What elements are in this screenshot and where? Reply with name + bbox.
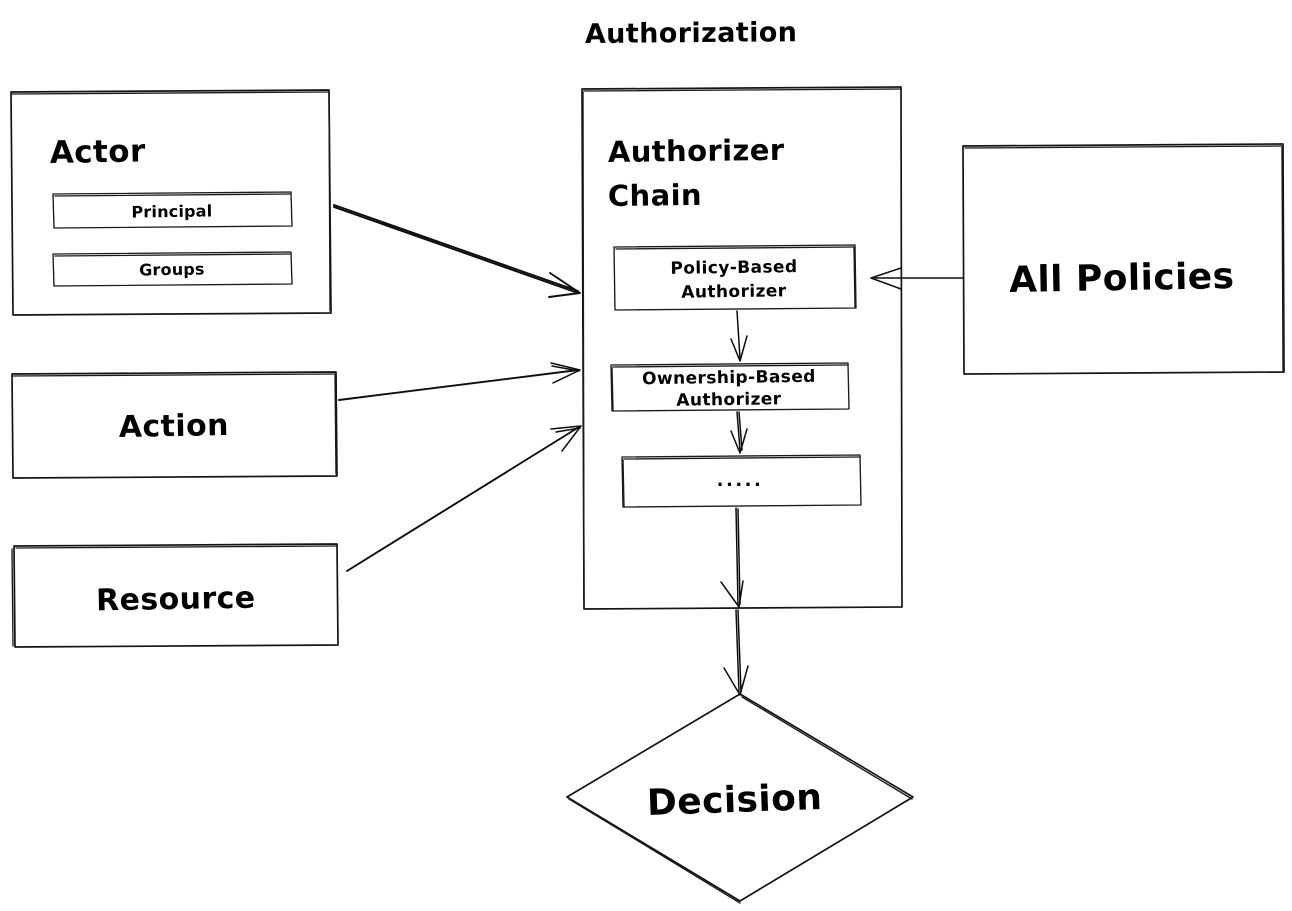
authorizer-chain-label-line1: Authorizer: [608, 133, 785, 169]
more-authorizers-box-outline: [621, 454, 862, 508]
more-authorizers-label: .....: [717, 470, 764, 491]
groups-box-outline: [52, 251, 293, 287]
node-action[interactable]: Action: [11, 371, 338, 479]
principal-box-outline: [52, 191, 293, 229]
edge-actor-to-chain: [333, 204, 581, 298]
node-resource[interactable]: Resource: [11, 543, 339, 648]
ownership-based-authorizer-label-line1: Ownership-Based: [642, 367, 816, 389]
action-label: Action: [119, 408, 230, 445]
all-policies-box-outline: [962, 143, 1285, 375]
node-actor[interactable]: Actor Principal Groups: [10, 89, 332, 316]
edge-all-policies-to-policy-authorizer: [870, 267, 964, 290]
policy-based-authorizer-box-outline: [613, 244, 857, 311]
principal-box-sketch: [54, 193, 291, 197]
all-policies-label: All Policies: [1009, 256, 1235, 301]
decision-diamond-sketch-sw: [568, 798, 741, 904]
resource-box-sketch-left: [11, 548, 14, 647]
more-authorizers-sketch-left: [622, 459, 625, 507]
node-more-authorizers[interactable]: .....: [621, 454, 862, 508]
groups-box-sketch: [54, 253, 291, 257]
all-policies-sketch-top: [964, 145, 1283, 149]
groups-label: Groups: [139, 260, 205, 280]
policy-based-authorizer-label-line2: Authorizer: [681, 281, 787, 302]
node-groups[interactable]: Groups: [52, 251, 293, 287]
decision-diamond-outline: [566, 693, 914, 902]
diagram-title: Authorization: [585, 17, 798, 50]
ownership-based-authorizer-box-outline: [610, 362, 850, 412]
node-decision[interactable]: Decision: [566, 693, 914, 904]
ownership-based-authorizer-label-line2: Authorizer: [676, 389, 782, 410]
edge-more-to-chain-bottom: [720, 507, 744, 608]
node-ownership-based-authorizer[interactable]: Ownership-Based Authorizer: [610, 362, 850, 412]
policy-based-authorizer-label-line1: Policy-Based: [670, 257, 797, 279]
edge-resource-to-chain: [346, 425, 582, 572]
ownership-based-authorizer-sketch-top: [612, 364, 848, 368]
node-all-policies[interactable]: All Policies: [962, 143, 1285, 375]
authorizer-chain-label-line2: Chain: [608, 178, 703, 213]
edge-ownership-to-more: [730, 411, 748, 454]
authorizer-chain-sketch-left: [582, 91, 585, 607]
edge-chain-to-decision: [723, 609, 749, 696]
edge-policy-to-ownership: [730, 310, 748, 362]
action-box-outline: [11, 371, 338, 479]
resource-label: Resource: [96, 581, 256, 619]
decision-diamond-sketch-ne: [741, 696, 913, 800]
actor-label: Actor: [50, 133, 147, 171]
resource-box-outline: [13, 543, 339, 648]
all-policies-sketch-right: [1281, 146, 1284, 372]
action-box-sketch-top: [12, 373, 336, 377]
actor-box-sketch-right: [328, 92, 331, 312]
node-authorizer-chain[interactable]: Authorizer Chain Policy-Based Authorizer…: [581, 86, 903, 610]
node-principal[interactable]: Principal: [52, 191, 293, 229]
actor-box-sketch-top: [11, 91, 329, 95]
more-authorizers-sketch-top: [623, 456, 860, 460]
policy-based-authorizer-sketch-right: [853, 247, 856, 308]
principal-label: Principal: [131, 201, 212, 221]
resource-box-sketch-top: [15, 545, 337, 549]
authorizer-chain-sketch-top: [583, 88, 901, 92]
node-policy-based-authorizer[interactable]: Policy-Based Authorizer: [613, 244, 857, 311]
decision-label: Decision: [646, 777, 823, 824]
policy-based-authorizer-sketch-top: [615, 246, 855, 250]
edge-action-to-chain: [338, 362, 581, 401]
action-box-sketch-right: [334, 374, 337, 475]
ownership-based-authorizer-sketch-left: [611, 367, 614, 411]
